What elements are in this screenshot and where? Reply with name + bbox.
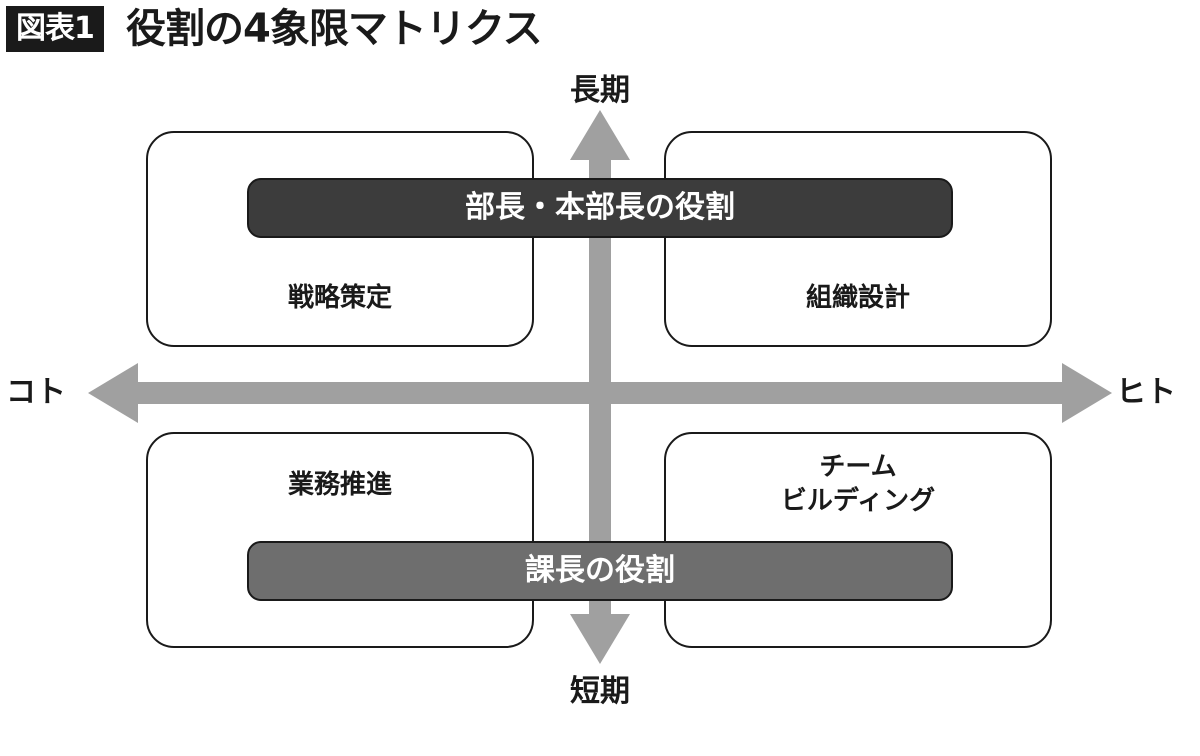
role-bar-division-manager: 部長・本部長の役割 [247, 178, 953, 238]
axis-label-short-term: 短期 [570, 674, 630, 709]
arrowhead-down [570, 614, 630, 664]
quadrant-label-team-building: チーム ビルディング [666, 450, 1050, 518]
quadrant-bottom-left: 業務推進 [146, 432, 534, 648]
horizontal-axis-shaft [126, 382, 1074, 404]
axis-label-long-term: 長期 [570, 73, 630, 108]
quadrant-top-right: 組織設計 [664, 131, 1052, 347]
arrowhead-right [1062, 363, 1112, 423]
quadrant-bottom-right: チーム ビルディング [664, 432, 1052, 648]
arrowhead-left [88, 363, 138, 423]
figure-title: 役割の4象限マトリクス [126, 6, 543, 52]
team-building-line-2: ビルディング [780, 486, 936, 516]
quadrant-label-strategy: 戦略策定 [287, 283, 392, 313]
axis-label-things: コト [6, 375, 66, 410]
role-bar-section-manager: 課長の役割 [247, 541, 953, 601]
axis-arrow-group [88, 110, 1112, 664]
figure-badge: 図表1 [6, 6, 104, 52]
axis-label-people: ヒト [1116, 375, 1176, 410]
arrowhead-up [570, 110, 630, 160]
team-building-line-1: チーム [819, 452, 897, 482]
quadrant-label-operations: 業務推進 [287, 470, 392, 500]
quadrant-label-org-design: 組織設計 [805, 283, 910, 313]
quadrant-top-left: 戦略策定 [146, 131, 534, 347]
